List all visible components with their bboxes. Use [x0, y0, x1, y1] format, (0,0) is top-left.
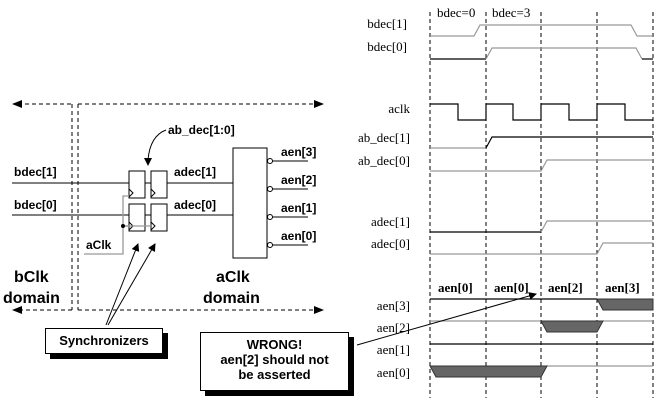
wrong-title: WRONG!: [246, 337, 303, 352]
domain-right-line2: domain: [203, 290, 260, 307]
wrong-pointer: [356, 292, 537, 346]
decoder-out-aen1: aen[1]: [281, 201, 316, 215]
wrong-line-3: be asserted: [238, 367, 311, 382]
decoder-out-aen3: aen[3]: [281, 145, 316, 159]
signal-label-bdec0: bdec[0]: [367, 39, 407, 54]
wrong-line-2: aen[2] should not: [220, 352, 329, 367]
flop-0a: [128, 203, 146, 232]
clock-junction: [121, 224, 125, 228]
signal-label-aen3: aen[3]: [377, 298, 410, 313]
domain-left-line2: domain: [3, 290, 60, 307]
synchronizer-flops: [128, 170, 168, 232]
waveform-adec0: [430, 242, 653, 255]
flop-1b: [150, 170, 168, 199]
flop-0b: [150, 203, 168, 232]
active-label-3: aen[3]: [605, 280, 640, 295]
waveform-ab-dec0: [430, 159, 653, 172]
sync-bus-pointer: [147, 129, 167, 161]
wire-label-adec1: adec[1]: [174, 165, 216, 179]
waveform-bdec1: [430, 24, 653, 37]
pulse-aen2: [540, 320, 604, 333]
domain-left-line1: bClk: [14, 269, 49, 286]
decoder-out-aen0: aen[0]: [281, 229, 316, 243]
wire-label-adec0: adec[0]: [174, 198, 216, 212]
active-label-0: aen[0]: [438, 280, 473, 295]
domain-boundaries: [18, 103, 318, 311]
interval-label-1: bdec=3: [492, 5, 530, 20]
flop-1a: [128, 170, 146, 199]
timing-gridlines: [429, 12, 654, 398]
signal-label-adec1: adec[1]: [371, 214, 410, 229]
domain-right-line1: aClk: [216, 269, 250, 286]
signal-label-ab-dec1: ab_dec[1]: [358, 130, 410, 145]
input-label-bdec0: bdec[0]: [14, 198, 57, 212]
waveform-adec1-high: [540, 220, 653, 233]
sync-bus-arrowhead: [144, 158, 152, 166]
wrong-callout: WRONG! aen[2] should not be asserted: [200, 332, 349, 391]
signal-label-aen2: aen[2]: [377, 320, 410, 335]
synchronizers-label: Synchronizers: [59, 333, 149, 348]
input-label-bdec1: bdec[1]: [14, 165, 57, 179]
decoder-out-aen2: aen[2]: [281, 173, 316, 187]
decoder-outputs: [267, 158, 308, 248]
signal-label-adec0: adec[0]: [371, 236, 410, 251]
active-label-2: aen[2]: [548, 280, 583, 295]
domain-arrowheads: [12, 100, 324, 314]
waveform-ab-dec1-high: [485, 136, 653, 149]
signal-label-aen1: aen[1]: [377, 342, 410, 357]
pulse-aen0: [429, 365, 548, 378]
active-label-1: aen[0]: [494, 280, 529, 295]
waveform-bdec0-b: [485, 47, 643, 60]
pulse-aen3: [596, 298, 654, 311]
synchronizer-pointers: [105, 243, 156, 326]
synchronizers-callout: Synchronizers: [45, 328, 163, 354]
sync-bus-label: ab_dec[1:0]: [168, 123, 235, 137]
signal-label-aclk: aclk: [388, 101, 410, 116]
signal-label-ab-dec0: ab_dec[0]: [358, 153, 410, 168]
signal-label-aen0: aen[0]: [377, 365, 410, 380]
clock-label: aClk: [86, 238, 112, 252]
waveform-aclk: [430, 103, 653, 121]
signal-label-bdec1: bdec[1]: [367, 16, 407, 31]
decoder-block: [232, 147, 268, 259]
interval-label-0: bdec=0: [437, 5, 475, 20]
